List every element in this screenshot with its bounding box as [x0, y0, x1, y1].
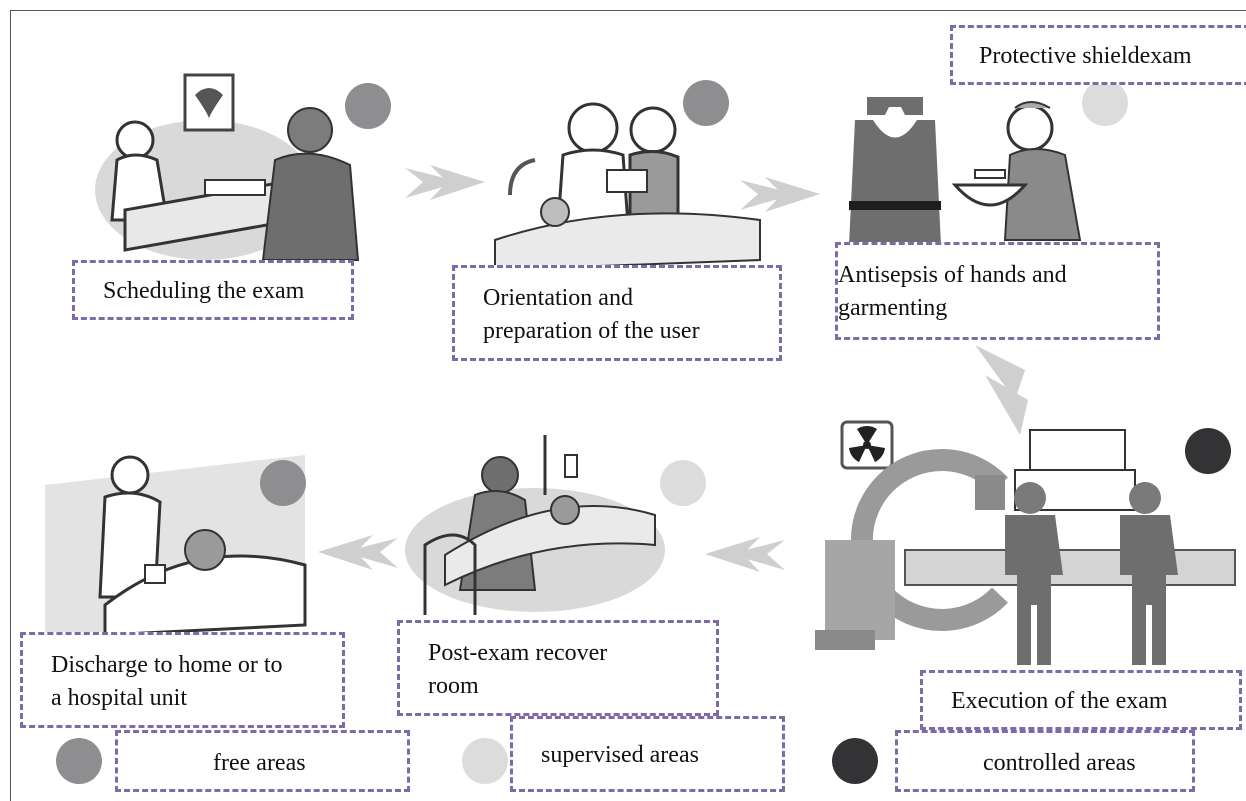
arrow-icon: [740, 172, 820, 217]
legend-controlled-dot: [832, 738, 878, 784]
execution-area-dot: [1185, 428, 1231, 474]
legend-supervised-dot: [462, 738, 508, 784]
diagram-frame: [10, 10, 1246, 801]
antisepsis-label-line1: Antisepsis of hands and: [838, 262, 1067, 288]
legend-free-box: free areas: [115, 730, 410, 792]
legend-free-dot: [56, 738, 102, 784]
execution-step-box: Execution of the exam: [920, 670, 1242, 730]
discharge-area-dot: [260, 460, 306, 506]
recovery-step-box: Post-exam recover room: [397, 620, 719, 716]
protective-shield-box: Protective shieldexam: [950, 25, 1246, 85]
execution-illustration: [815, 429, 1245, 670]
legend-controlled-box: controlled areas: [895, 730, 1195, 792]
protective-apron-illustration: [845, 95, 945, 245]
recovery-area-dot: [660, 460, 706, 506]
arrow-icon: [318, 530, 398, 575]
legend-supervised-box: supervised areas: [510, 716, 785, 792]
scheduling-illustration: [95, 70, 360, 261]
execution-label: Execution of the exam: [951, 688, 1168, 714]
scheduling-area-dot: [345, 83, 391, 129]
orientation-step-box: Orientation and preparation of the user: [452, 265, 782, 361]
orientation-illustration: [494, 100, 765, 272]
handwashing-illustration: [951, 100, 1085, 241]
antisepsis-step-box: Antisepsis of hands and garmenting: [835, 242, 1160, 340]
orientation-label-line2: preparation of the user: [483, 318, 700, 344]
discharge-label-line2: a hospital unit: [51, 685, 187, 711]
scheduling-label: Scheduling the exam: [103, 278, 305, 304]
radiation-icon: [840, 420, 894, 470]
discharge-label-line1: Discharge to home or to: [51, 652, 283, 678]
recovery-label-line2: room: [428, 673, 479, 699]
arrow-icon: [405, 160, 485, 205]
orientation-area-dot: [683, 80, 729, 126]
recovery-label-line1: Post-exam recover: [428, 640, 608, 666]
legend-controlled-label: controlled areas: [983, 750, 1136, 776]
arrow-icon: [970, 345, 1030, 435]
scheduling-step-box: Scheduling the exam: [72, 260, 354, 320]
legend-supervised-label: supervised areas: [541, 742, 699, 768]
protective-shield-label: Protective shieldexam: [979, 43, 1192, 69]
antisepsis-label-line2: garmenting: [838, 295, 948, 321]
discharge-illustration: [45, 435, 307, 637]
legend-free-label: free areas: [213, 750, 306, 776]
arrow-icon: [705, 532, 785, 577]
antisepsis-area-dot: [1082, 80, 1128, 126]
discharge-step-box: Discharge to home or to a hospital unit: [20, 632, 345, 728]
recovery-illustration: [405, 435, 665, 620]
orientation-label-line1: Orientation and: [483, 285, 633, 311]
